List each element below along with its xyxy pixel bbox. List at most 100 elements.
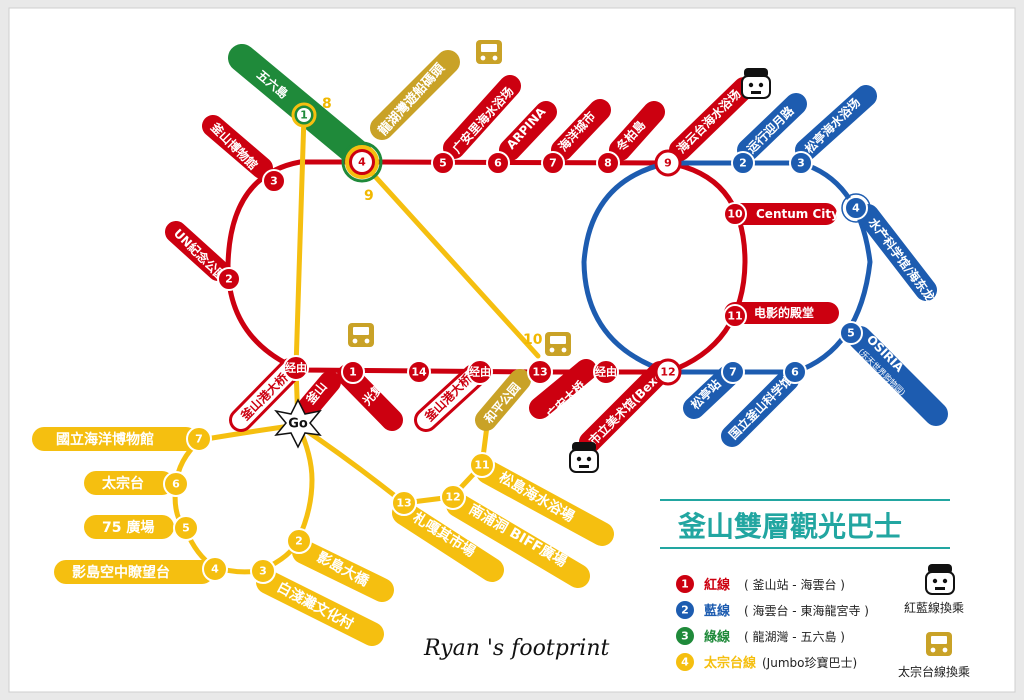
svg-text:2: 2 [681,604,689,617]
svg-text:3: 3 [270,175,278,188]
red-loop-right [665,160,748,375]
label-via-3: 经由 [595,365,617,379]
svg-text:5: 5 [847,327,855,340]
stop-red-3 [262,169,286,193]
legend-transfer-red-blue: 紅藍線換乘 [904,600,964,615]
character-icon [741,68,771,99]
label-plaza75: 75 廣場 [102,519,154,536]
stop-blue-4 [844,196,868,220]
stop-blue-2 [731,151,755,175]
label-yeongdo-sky: 影島空中瞭望台 [72,564,170,581]
signature: Ryan 's footprint [423,636,609,661]
transfer-nodes: 4 1 9 12 [291,102,682,386]
yellow-stops: 7 6 5 4 3 2 13 12 11 [163,426,495,584]
stop-red-10 [723,202,747,226]
stop-via-3 [593,359,619,385]
svg-text:11: 11 [727,310,742,323]
svg-text:4: 4 [358,156,366,169]
legend-bus-icon [926,632,952,656]
bus-icon [348,323,374,347]
svg-text:2: 2 [739,157,747,170]
stop-blue-5 [839,321,863,345]
stop-yellow-4 [202,556,228,582]
svg-text:9: 9 [664,157,672,170]
stop-red-14 [407,360,431,384]
stop-red-11 [723,304,747,328]
svg-text:6: 6 [172,478,180,491]
svg-text:1: 1 [300,109,308,122]
label-taejongdae: 太宗台 [102,475,144,492]
svg-text:4: 4 [211,563,219,576]
stop-blue-7 [721,360,745,384]
legend-item-4: 4 太宗台線 (Jumbo珍寶巴士) [676,653,857,671]
stop-blue-3 [789,151,813,175]
svg-text:3: 3 [681,630,689,643]
svg-text:6: 6 [791,366,799,379]
stop-yellow-6 [163,471,189,497]
svg-text:2: 2 [295,535,303,548]
label-num-10: 10 [523,332,543,348]
legend-desc-1: ( 釜山站 - 海雲台 ) [744,577,845,592]
svg-text:8: 8 [604,157,612,170]
label-num-9: 9 [364,188,374,204]
bus-icon [545,332,571,356]
svg-text:6: 6 [494,157,502,170]
label-centum-city: Centum City [756,207,839,221]
yellow-line-b [359,159,541,359]
legend-name-3: 綠線 [704,629,731,645]
stop-yellow-2 [286,528,312,554]
stop-red-1 [341,360,365,384]
svg-text:3: 3 [797,157,805,170]
svg-text:1: 1 [681,578,689,591]
transfer-character-icons [569,68,771,473]
label-go: Go [288,417,308,432]
svg-text:7: 7 [729,366,737,379]
label-maritime: 國立海洋博物館 [56,431,154,448]
red-stops: 3 2 5 6 7 8 10 11 1 14 13 经由 经由 经由 [217,151,747,385]
legend-desc-4: (Jumbo珍寶巴士) [762,655,857,670]
stop-red-6 [486,151,510,175]
bus-icon [476,40,502,64]
stop-yellow-13 [391,490,417,516]
stop-blue-6 [783,360,807,384]
label-num-8: 8 [322,96,332,112]
legend-character-icon [925,564,955,595]
svg-text:13: 13 [396,497,411,510]
svg-text:12: 12 [660,366,675,379]
svg-text:7: 7 [195,433,203,446]
svg-text:12: 12 [445,491,460,504]
stop-red-8 [596,151,620,175]
bus-icons [348,40,571,356]
svg-text:4: 4 [681,656,689,669]
svg-text:5: 5 [182,522,190,535]
legend-transfer-taejongdae: 太宗台線換乘 [898,664,970,679]
legend-name-4: 太宗台線 [703,655,757,671]
svg-text:2: 2 [225,273,233,286]
blue-stops: 2 3 4 5 6 7 [721,151,871,384]
svg-text:7: 7 [549,157,557,170]
svg-text:10: 10 [727,208,743,221]
stop-yellow-5 [173,515,199,541]
red-line-top [362,159,671,166]
svg-text:4: 4 [852,202,860,215]
legend-desc-2: ( 海雲台 - 東海龍宮寺 ) [744,603,869,618]
label-via-2: 经由 [469,365,491,379]
stop-yellow-11 [469,452,495,478]
svg-text:3: 3 [259,565,267,578]
svg-text:14: 14 [411,366,427,379]
stop-red-12-transfer [654,358,682,386]
legend-desc-3: ( 龍湖灣 - 五六島 ) [744,629,845,644]
go-start-marker: Go [274,398,322,449]
stop-yellow-7 [186,426,212,452]
legend-name-1: 紅線 [704,577,731,593]
stop-red-9-transfer [654,149,682,177]
stop-red-5 [431,151,455,175]
stop-via-2 [467,359,493,385]
svg-text:13: 13 [532,366,547,379]
stop-red-13 [527,359,553,385]
svg-text:11: 11 [474,459,489,472]
legend-item-3: 3 綠線 ( 龍湖灣 - 五六島 ) [676,627,845,645]
legend-title: 釜山雙層觀光巴士 [677,510,902,543]
stop-red-7 [541,151,565,175]
